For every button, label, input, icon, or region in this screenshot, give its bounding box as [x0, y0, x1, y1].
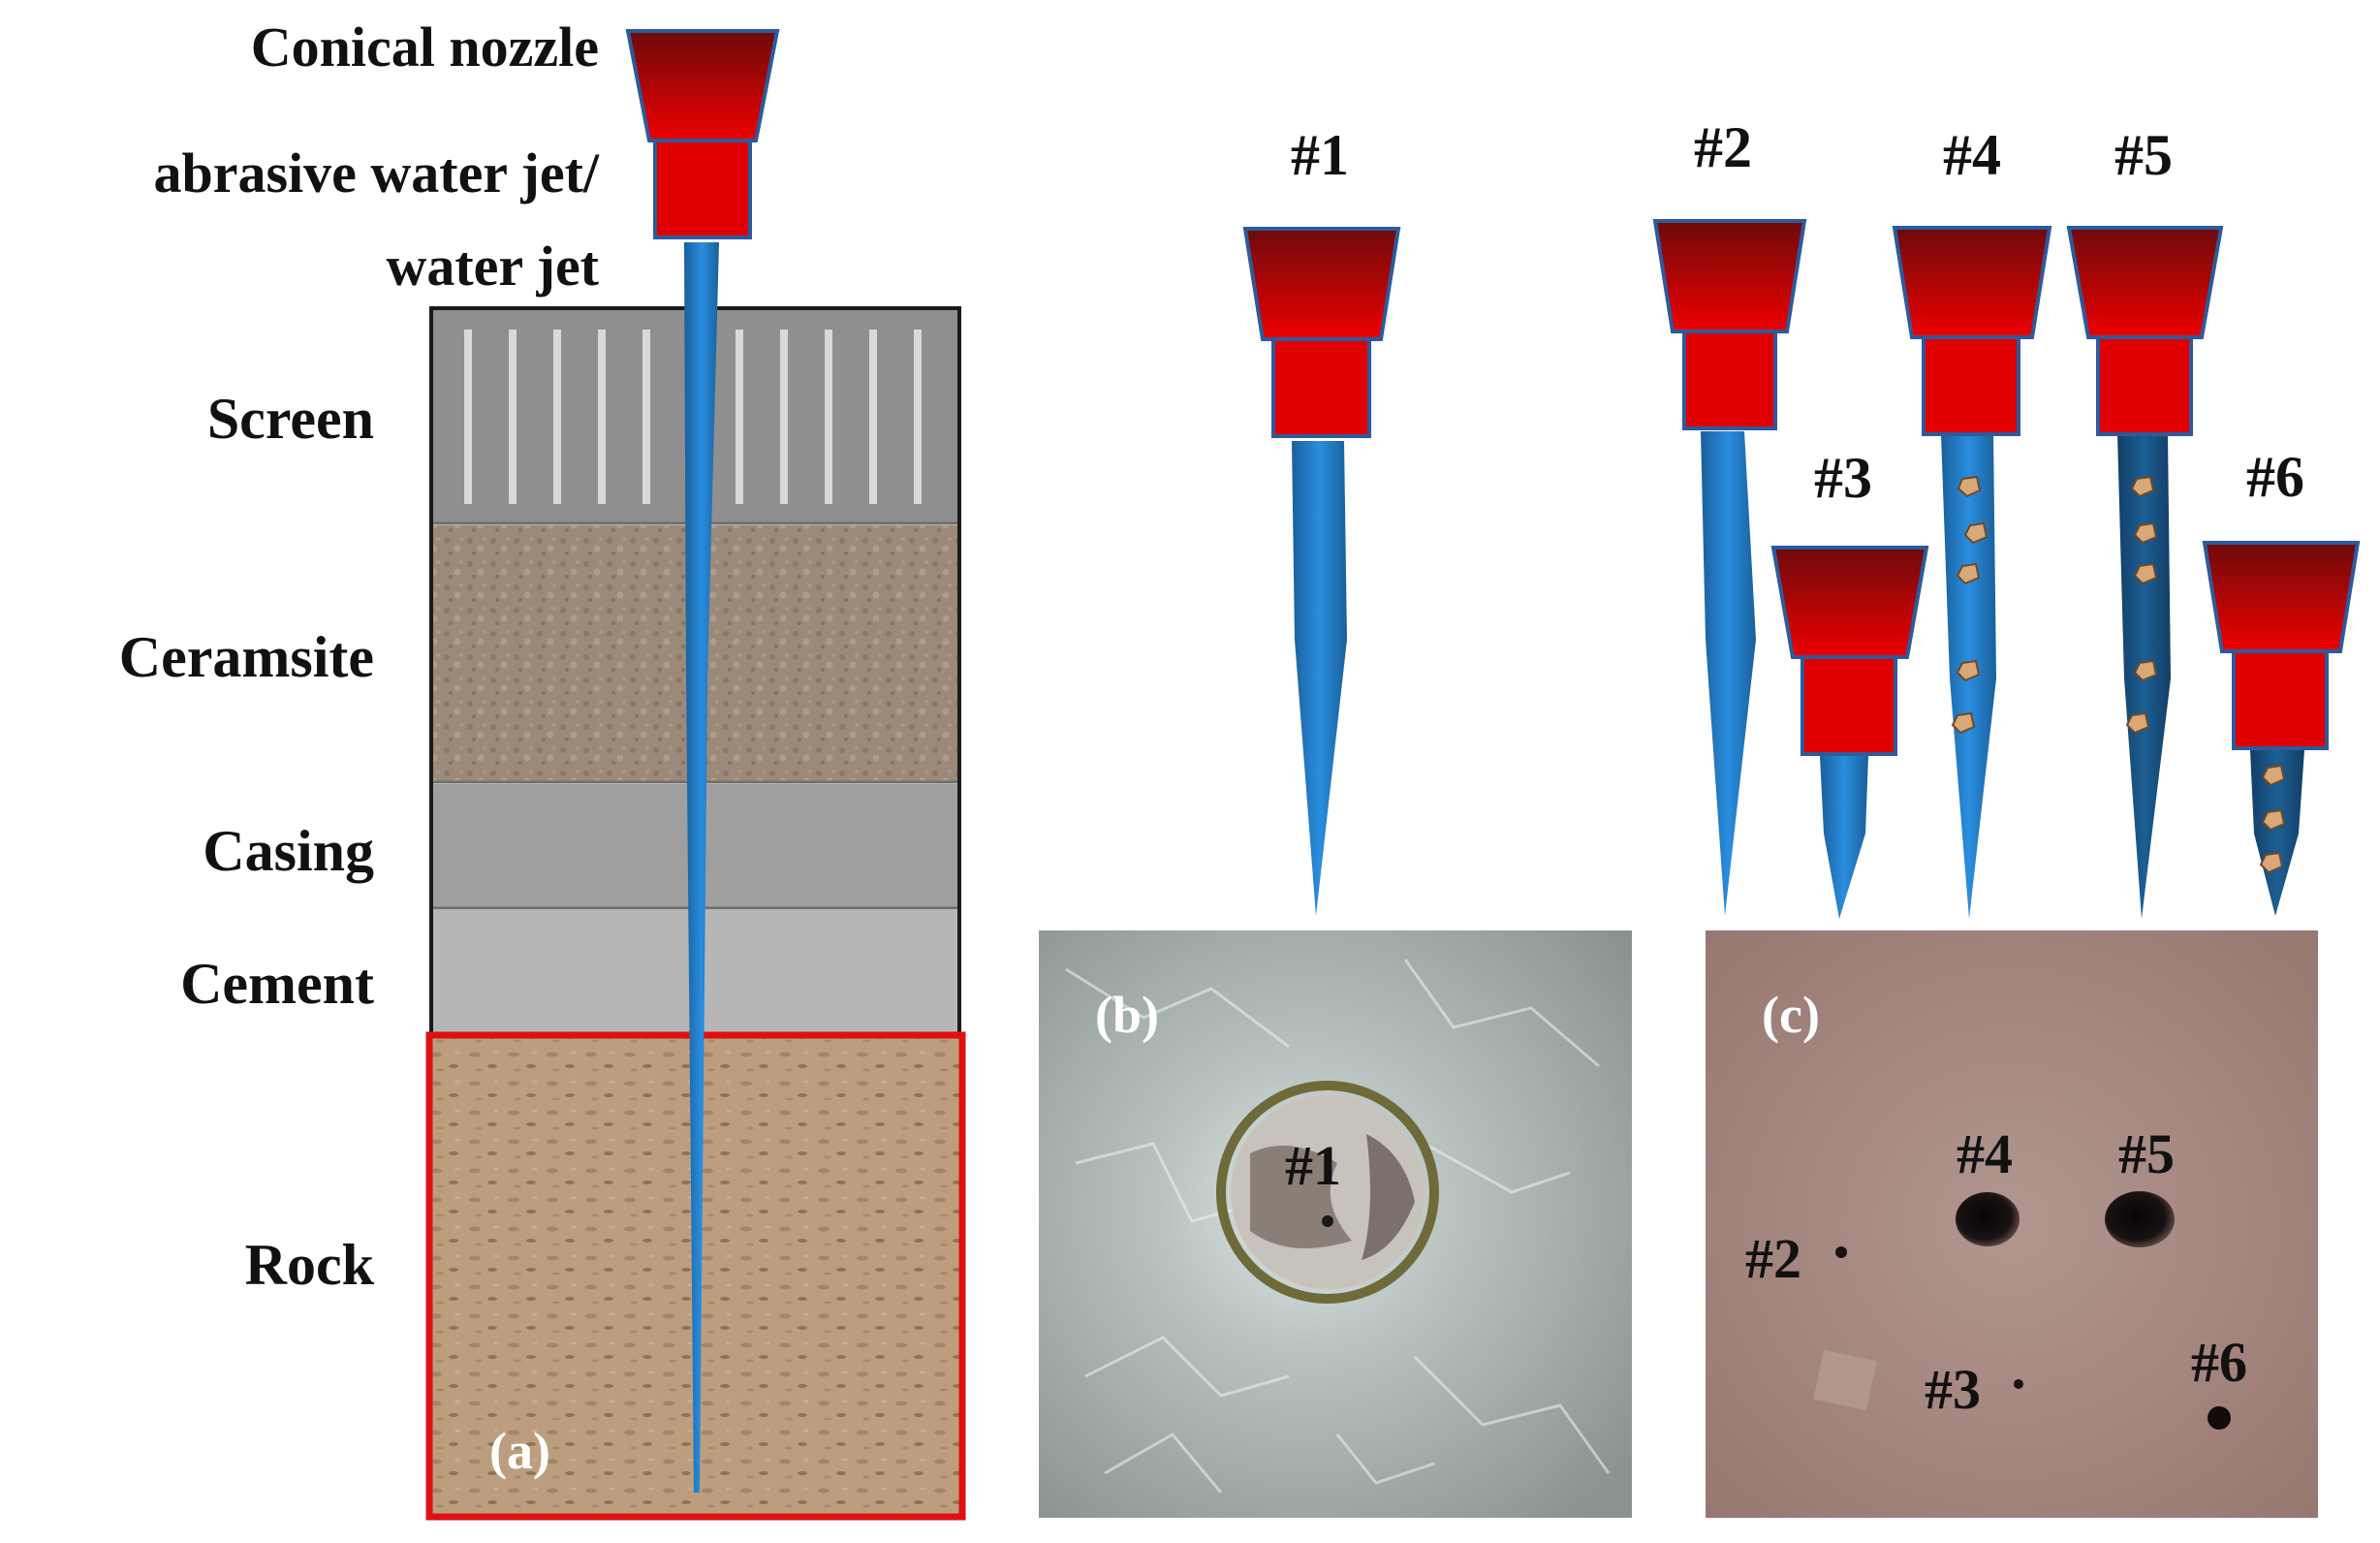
- nozzle-4-label: #4: [1943, 123, 2001, 187]
- nozzle-6-body: [2232, 649, 2329, 750]
- hole-2-label: #2: [1745, 1227, 1801, 1290]
- panel-c-surface-mark: [1813, 1349, 1877, 1411]
- nozzle-3-label: #3: [1814, 446, 1872, 510]
- nozzle-2-body: [1682, 330, 1777, 430]
- panel-a-letter: (a): [489, 1422, 550, 1480]
- hole-6-label: #6: [2191, 1331, 2247, 1394]
- abrasive-particles-4: [1951, 475, 1989, 735]
- perforation-ring: [1216, 1081, 1439, 1304]
- nozzle-2-cone: [1652, 219, 1807, 333]
- panel-c: #2 #3 #4 #5 #6 (c): [1706, 930, 2318, 1518]
- panel-b-letter: (b): [1095, 986, 1159, 1044]
- nozzle-2: #2: [1652, 115, 1807, 916]
- jet-2: [1701, 431, 1756, 916]
- jet-3: [1820, 756, 1868, 919]
- nozzle-4-cone: [1892, 226, 2052, 339]
- main-water-jet: [684, 242, 719, 1493]
- screen-slots: [464, 330, 922, 504]
- nozzle-1: #1: [1242, 123, 1401, 916]
- panel-c-letter: (c): [1762, 986, 1820, 1044]
- nozzle-5-body: [2096, 335, 2193, 436]
- nozzle-2-label: #2: [1694, 115, 1752, 179]
- nozzle-row: #1 #2 #3 #4: [1242, 115, 2361, 919]
- conical-nozzle-label: Conical nozzle: [251, 16, 599, 79]
- abrasive-particles-6: [2259, 764, 2286, 874]
- layer-label-rock: Rock: [245, 1233, 375, 1297]
- hole-4-label: #4: [1957, 1122, 2013, 1185]
- nozzle-3-body: [1801, 655, 1897, 756]
- hole-5: [2105, 1191, 2175, 1247]
- nozzle-6-label: #6: [2246, 445, 2304, 509]
- nozzle-5-label: #5: [2114, 123, 2173, 187]
- nozzle-5-cone: [2066, 226, 2224, 339]
- hole-2: [1835, 1246, 1847, 1258]
- hole-3: [2014, 1379, 2023, 1389]
- hole-3-label: #3: [1925, 1358, 1981, 1421]
- main-nozzle-cone: [625, 29, 780, 142]
- nozzle-3: #3: [1770, 446, 1929, 919]
- layer-label-cement: Cement: [180, 952, 374, 1016]
- perforation-center-dot: [1322, 1215, 1333, 1227]
- nozzle-1-label: #1: [1291, 123, 1349, 187]
- layer-label-casing: Casing: [203, 819, 374, 883]
- panel-a: Conical nozzle abrasive water jet/ water…: [119, 16, 966, 1521]
- layer-label-screen: Screen: [207, 387, 374, 451]
- jet-label-line2: water jet: [386, 235, 599, 298]
- nozzle-1-body: [1271, 337, 1371, 438]
- nozzle-3-cone: [1770, 546, 1929, 659]
- panel-b: #1 (b): [1039, 930, 1632, 1518]
- layer-label-ceramsite: Ceramsite: [119, 625, 374, 689]
- panel-b-hole-label: #1: [1285, 1134, 1341, 1197]
- hole-5-label: #5: [2118, 1122, 2175, 1185]
- nozzle-6: #6: [2202, 445, 2361, 916]
- abrasive-particles-5: [2125, 475, 2158, 735]
- jet-1: [1292, 441, 1347, 916]
- jet-6: [2250, 750, 2304, 916]
- nozzle-1-cone: [1242, 227, 1401, 341]
- nozzle-4-body: [1922, 335, 2020, 436]
- hole-4: [1956, 1192, 2020, 1246]
- panel-b-crack-texture: [1065, 959, 1611, 1494]
- nozzle-4: #4: [1892, 123, 2052, 919]
- jet-label-line1: abrasive water jet/: [153, 142, 599, 205]
- nozzle-6-cone: [2202, 541, 2361, 653]
- hole-6: [2208, 1406, 2231, 1430]
- nozzle-5: #5: [2066, 123, 2224, 919]
- perforation-hole-shadow: [1362, 1134, 1415, 1260]
- main-nozzle-body: [653, 139, 752, 239]
